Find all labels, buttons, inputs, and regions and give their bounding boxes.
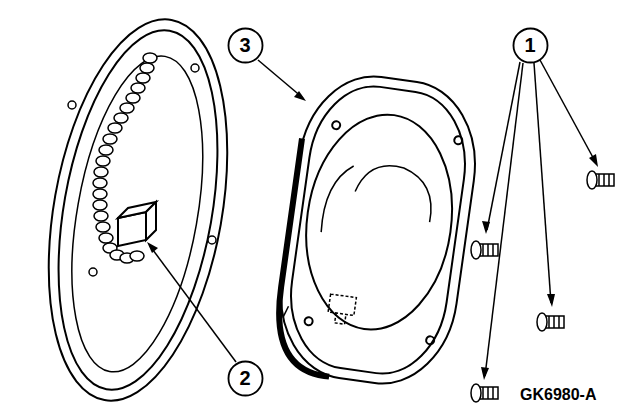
callout-number: 1 — [524, 35, 535, 55]
callout-circle: 3 — [227, 27, 264, 64]
callout-number: 2 — [239, 368, 250, 388]
callout-circle: 2 — [227, 360, 264, 397]
callout-circle: 1 — [512, 27, 549, 64]
callout-number: 3 — [239, 35, 250, 55]
figure-code: GK6980-A — [520, 387, 596, 403]
